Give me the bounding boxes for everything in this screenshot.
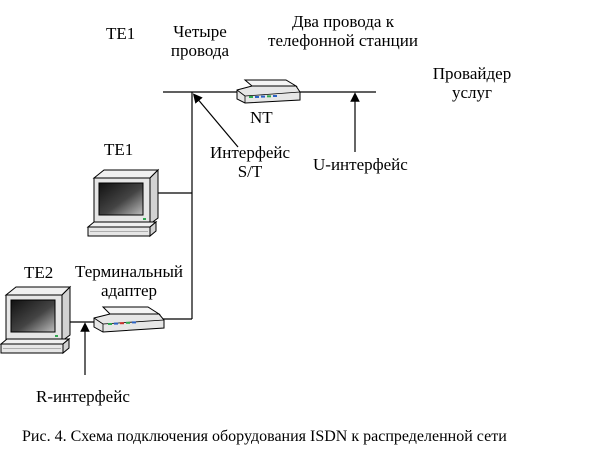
st-interface-line-1: Интерфейс [209,143,291,162]
terminal-adapter-line-2: адаптер [100,281,158,300]
provider-label: Провайдер услуг [420,64,524,102]
figure-caption: Рис. 4. Схема подключения оборудования I… [22,428,507,445]
te2-computer-icon [0,285,72,355]
st-arrow [192,93,239,148]
four-wires-line-2: провода [170,41,230,60]
nt-modem-icon [236,79,301,104]
four-wires-line-1: Четыре [173,22,227,41]
r-interface-label: R-интерфейс [36,387,130,406]
nt-label: NT [250,108,273,127]
te2-label: TE2 [24,263,54,282]
terminal-adapter-label: Терминальный адаптер [62,262,196,300]
u-interface-label: U-интерфейс [313,155,408,174]
te1-computer-icon [86,168,160,238]
provider-line-2: услуг [451,83,492,102]
st-interface-label: Интерфейс S/T [198,143,302,181]
two-wires-line-1: Два провода к [292,12,394,31]
provider-line-1: Провайдер [432,64,512,83]
two-wires-label: Два провода к телефонной станции [248,12,438,50]
te1-device-label: TE1 [104,140,134,159]
terminal-adapter-icon [93,306,165,333]
two-wires-line-2: телефонной станции [268,31,418,50]
four-wires-label: Четыре провода [158,22,242,60]
terminal-adapter-line-1: Терминальный [74,262,184,281]
te1-top-label: TE1 [106,24,136,43]
st-interface-line-2: S/T [237,162,263,181]
